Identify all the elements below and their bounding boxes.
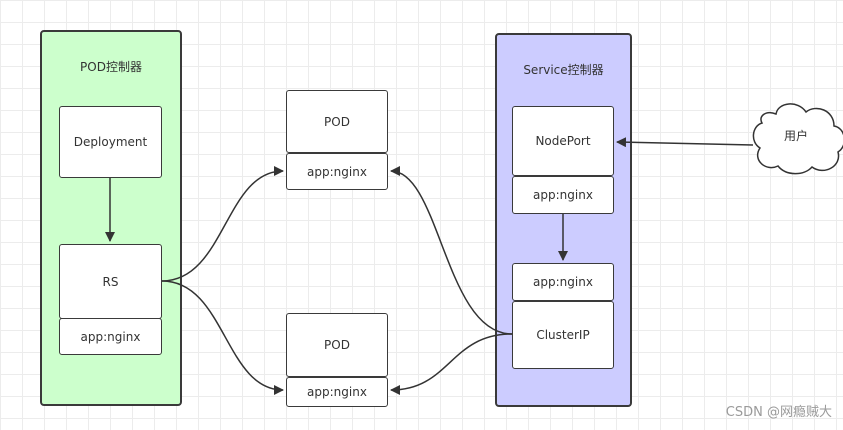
user-cloud-icon [752, 103, 843, 175]
clusterip-node: ClusterIP [512, 301, 614, 369]
pod-label-bottom: app:nginx [286, 377, 388, 407]
clusterip-label-node: app:nginx [512, 263, 614, 301]
user-label: 用户 [783, 129, 808, 143]
edge-clusterip-pod-top [390, 166, 513, 335]
rs-label-node: app:nginx [59, 318, 162, 355]
edge-rs-pod-top [161, 166, 284, 282]
edge-clusterip-pod-bottom [390, 333, 513, 395]
nodeport-node: NodePort [512, 106, 614, 176]
edge-rs-pod-bottom [161, 280, 284, 395]
pod-controller-title: POD控制器 [80, 60, 142, 74]
pod-node-bottom: POD [286, 313, 388, 377]
nodeport-label-node: app:nginx [512, 176, 614, 214]
deployment-node: Deployment [59, 106, 162, 178]
watermark: CSDN @网瘾贼大 [725, 405, 832, 420]
pod-node-top: POD [286, 90, 388, 153]
edge-user-nodeport [616, 137, 754, 148]
pod-label-top: app:nginx [286, 153, 388, 190]
service-controller-title: Service控制器 [523, 63, 604, 77]
